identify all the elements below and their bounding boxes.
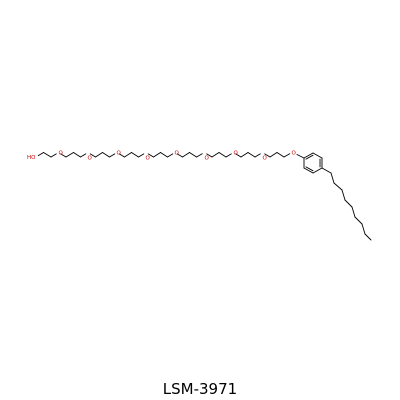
bond (138, 153, 145, 158)
bond (264, 153, 271, 158)
bond (65, 152, 74, 158)
bond (240, 152, 249, 158)
bond (364, 233, 372, 241)
bond (176, 153, 183, 158)
atom-label-layer: HO O O O O O O O O O (27, 151, 297, 162)
bond (305, 154, 314, 160)
hydroxyl-label: HO (27, 155, 36, 161)
bond (89, 153, 96, 158)
bond (305, 166, 314, 172)
ether-oxygen-label: O (117, 151, 122, 157)
bond (206, 153, 213, 158)
bond (167, 153, 174, 158)
bond (160, 152, 168, 158)
bond (182, 152, 190, 158)
bond (211, 152, 220, 158)
bond (153, 152, 161, 158)
bond (330, 172, 335, 184)
structure-drawing: HO O O O O O O O O O (27, 151, 372, 241)
bond (60, 153, 67, 158)
bond (312, 167, 323, 174)
ether-oxygen-label: O (88, 156, 93, 162)
bond (247, 152, 256, 158)
bond (43, 152, 52, 158)
bond (354, 216, 363, 225)
bond (333, 182, 343, 191)
bond (124, 152, 132, 158)
ether-oxygen-label: O (146, 156, 151, 162)
bond (296, 154, 305, 159)
bond (312, 152, 323, 159)
ether-oxygen-label: O (292, 151, 297, 157)
compound-name: LSM-3971 (162, 380, 238, 398)
bond (218, 152, 227, 158)
bond (283, 153, 291, 158)
bond (95, 152, 103, 158)
bond (196, 153, 203, 158)
ether-oxygen-label: O (175, 151, 180, 157)
bond (254, 153, 261, 158)
bond (341, 189, 346, 201)
bond (109, 153, 116, 158)
ether-oxygen-label: O (263, 156, 268, 162)
bond (80, 153, 87, 158)
bond (351, 206, 356, 218)
bond (276, 152, 285, 158)
bond (235, 153, 242, 158)
bond (147, 153, 154, 158)
bond (37, 152, 44, 157)
ether-oxygen-label: O (205, 156, 210, 162)
bond (225, 153, 232, 158)
bond (303, 167, 314, 174)
bond (361, 223, 366, 235)
bond (50, 153, 57, 158)
bond (131, 152, 139, 158)
bond (321, 167, 332, 174)
bond (269, 152, 278, 158)
bond (73, 152, 81, 158)
bond (344, 199, 353, 208)
bond (189, 152, 197, 158)
ether-oxygen-label: O (59, 151, 64, 157)
ether-oxygen-label: O (234, 151, 239, 157)
bond-layer (37, 152, 372, 241)
bond (118, 153, 125, 158)
bond (102, 152, 110, 158)
bond (303, 152, 314, 159)
